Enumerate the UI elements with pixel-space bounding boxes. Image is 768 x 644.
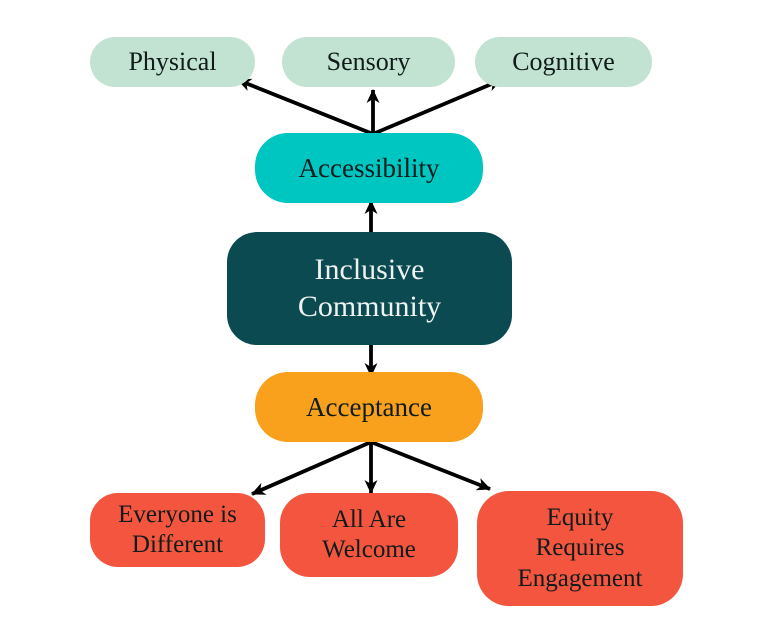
node-accessibility: Accessibility	[255, 133, 483, 203]
arrow-acceptance-to-everyone	[251, 440, 372, 496]
node-inclusive-community: Inclusive Community	[227, 232, 512, 345]
node-cognitive: Cognitive	[475, 37, 652, 87]
node-physical: Physical	[90, 37, 255, 87]
node-sensory: Sensory	[282, 37, 455, 87]
arrow-accessibility-to-cognitive	[372, 78, 502, 136]
node-acceptance: Acceptance	[255, 372, 483, 442]
node-equity-requires-engagement: Equity Requires Engagement	[477, 491, 683, 606]
arrow-accessibility-to-physical	[237, 78, 374, 136]
arrow-acceptance-to-equity	[370, 440, 491, 491]
node-everyone-is-different: Everyone is Different	[90, 493, 265, 567]
node-all-are-welcome: All Are Welcome	[280, 493, 458, 577]
